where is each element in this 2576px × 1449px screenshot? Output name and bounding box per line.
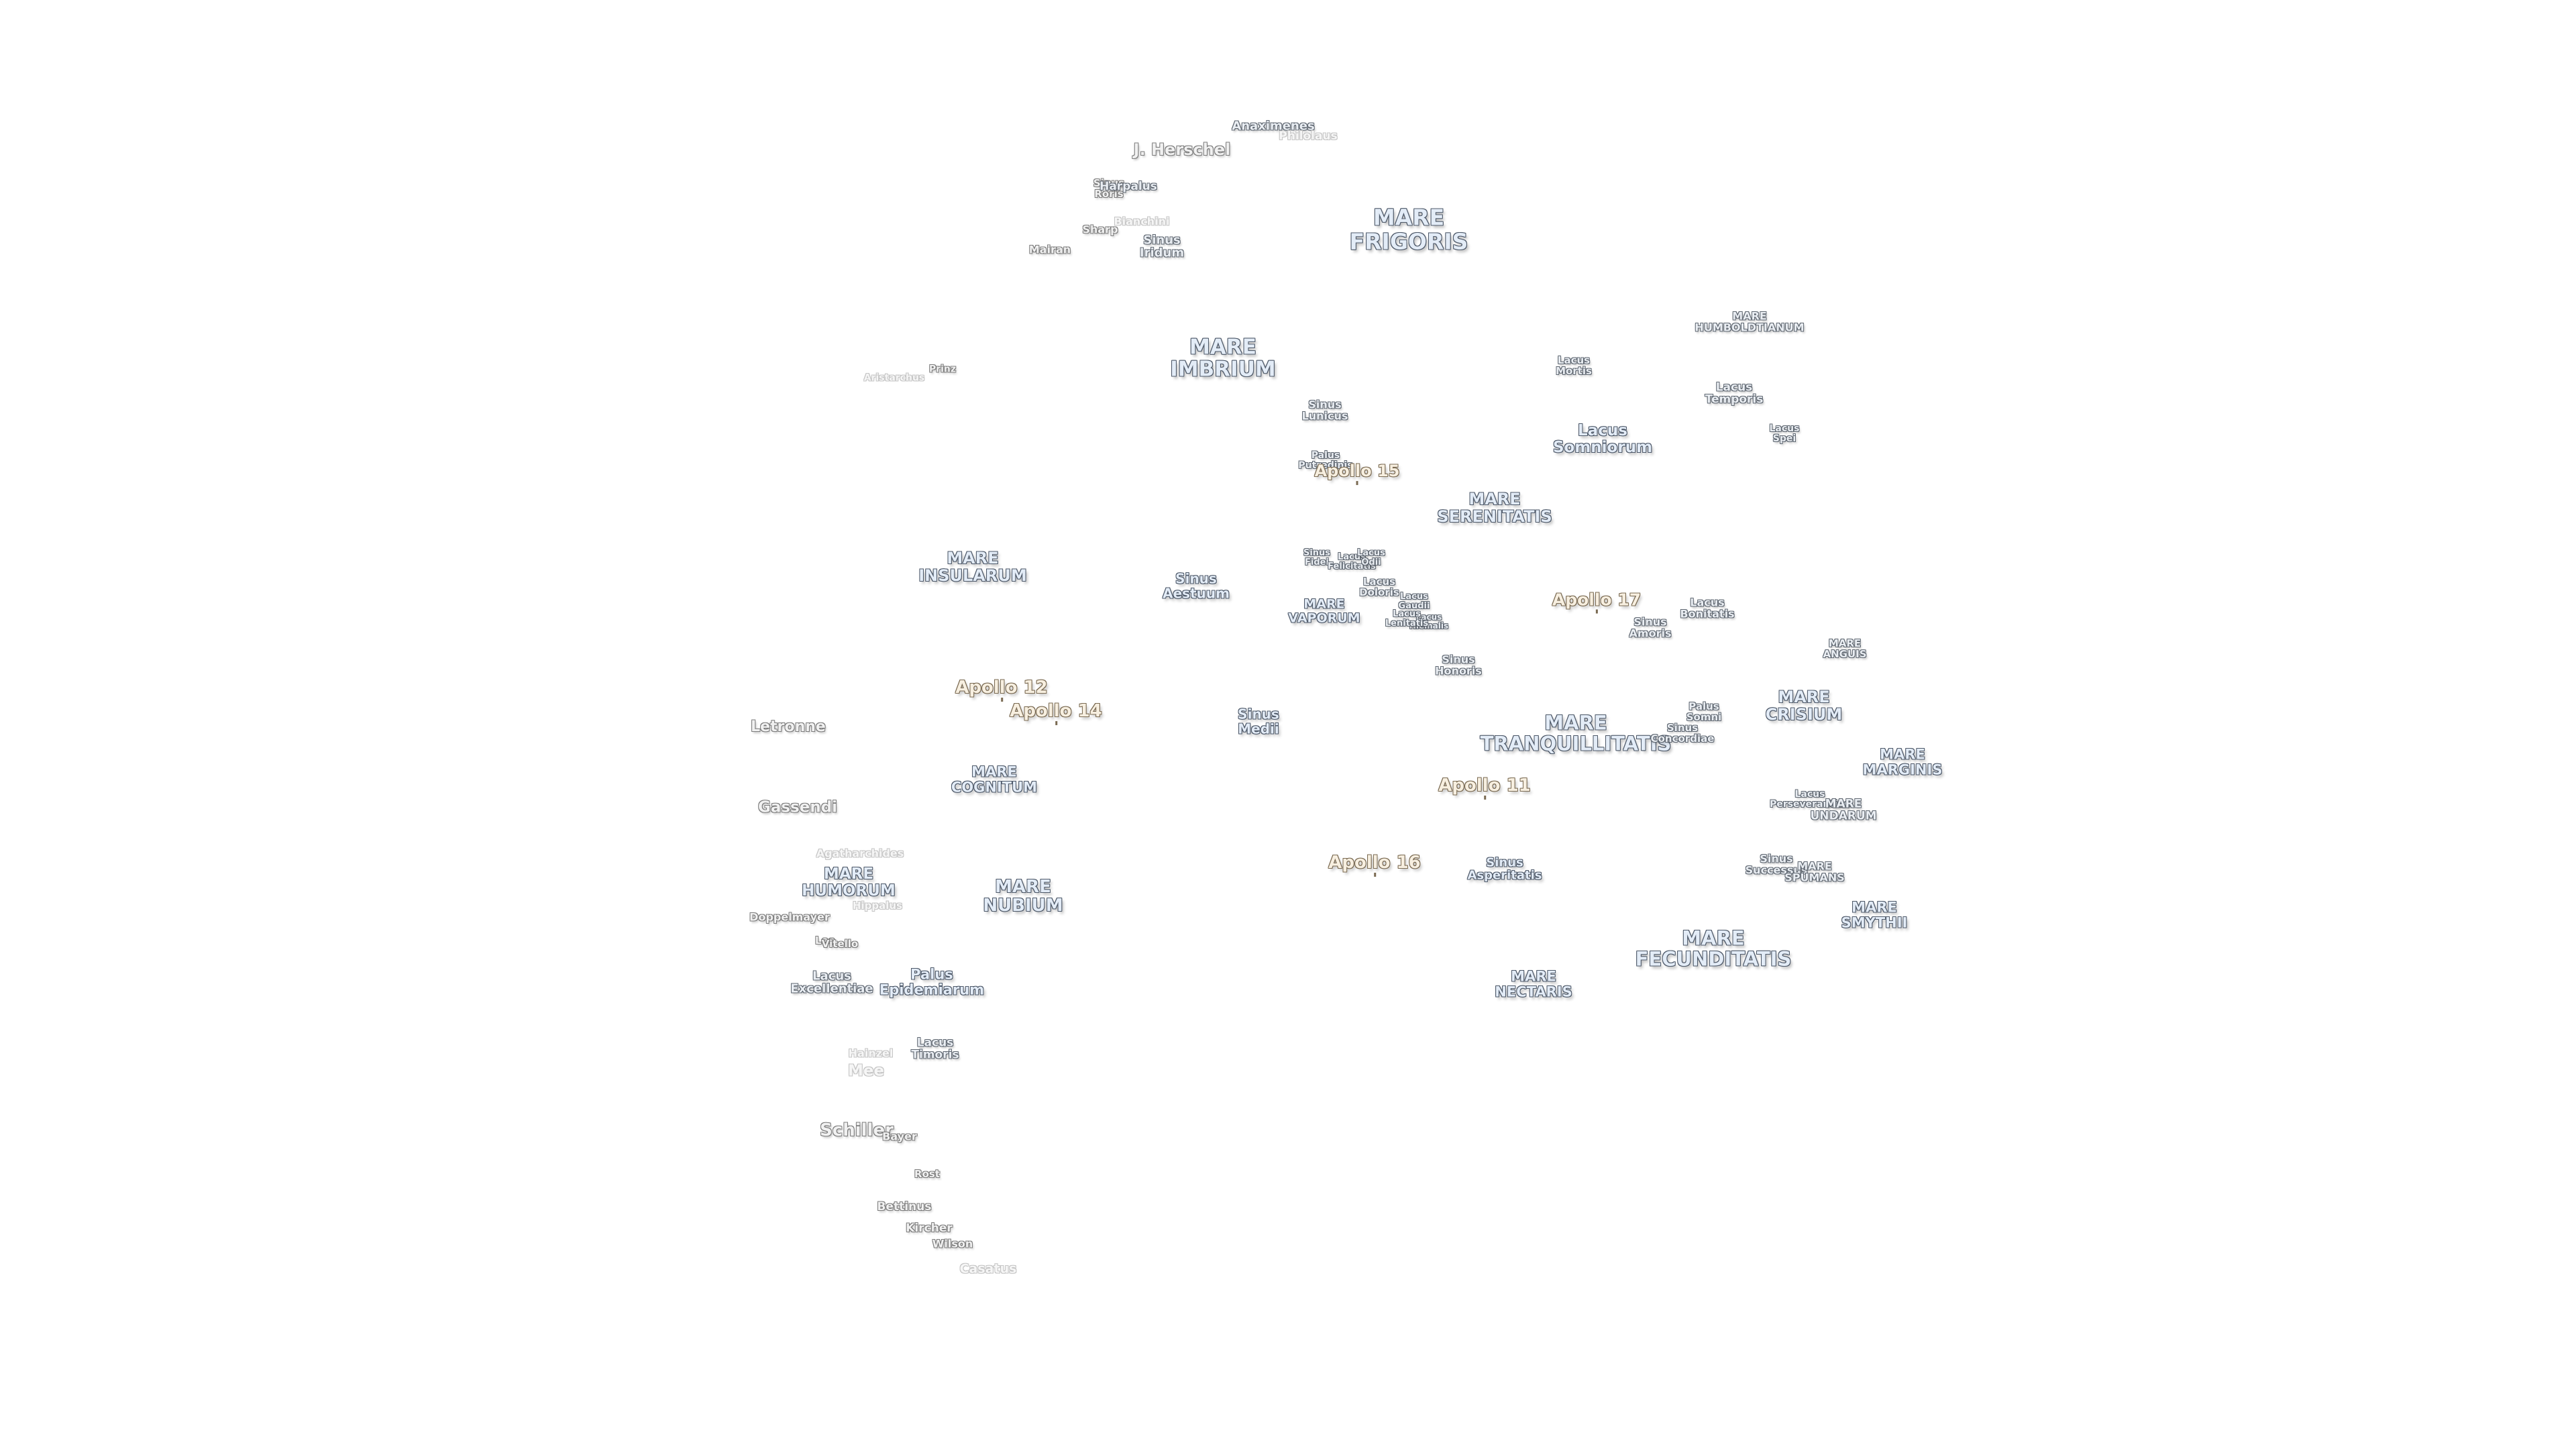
feature-label-lacus-mortis: Lacus Mortis	[1556, 354, 1592, 377]
feature-label-sinus-amoris: Sinus Amoris	[1629, 615, 1672, 640]
feature-label-schiller: Schiller	[820, 1120, 894, 1140]
feature-label-mare-insularum: MARE INSULARUM	[918, 549, 1027, 585]
feature-label-sinus-honoris: Sinus Honoris	[1435, 653, 1482, 678]
landing-site-apollo-16: Apollo 16	[1328, 852, 1421, 877]
feature-label-kircher: Kircher	[906, 1221, 953, 1235]
landing-site-apollo-15: Apollo 15	[1314, 462, 1400, 485]
feature-label-lacus-hiemalis: Lacus Hiemalis	[1409, 612, 1449, 631]
feature-label-gassendi: Gassendi	[757, 798, 838, 816]
feature-label-prinz: Prinz	[928, 364, 957, 375]
feature-label-aristarchus: Aristarchus	[863, 372, 925, 384]
feature-label-mare-vaporum: MARE VAPORUM	[1288, 596, 1360, 625]
feature-label-sinus-roris: Sinus Roris	[1093, 176, 1125, 200]
feature-label-vitello: Vitello	[821, 937, 859, 950]
feature-label-doppelmayer: Doppelmayer	[749, 910, 830, 924]
feature-label-lacus-perseverantiae: Lacus Perseverantiae	[1770, 788, 1850, 810]
landing-site-apollo-12: Apollo 12	[955, 677, 1048, 702]
feature-label-mare-tranquillitatis: MARE TRANQUILLITATIS	[1480, 711, 1672, 755]
feature-label-lacus-gaudii: Lacus Gaudii	[1398, 591, 1430, 611]
feature-label-letronne: Letronne	[751, 718, 826, 736]
feature-label-mairan: Mairan	[1028, 243, 1071, 256]
feature-label-palus-somni: Palus Somni	[1686, 700, 1722, 723]
feature-label-mare-humboldtianum: MARE HUMBOLDTIANUM	[1695, 309, 1805, 334]
feature-label-bettinus: Bettinus	[877, 1199, 932, 1214]
feature-label-harpalus: Harpalus	[1099, 179, 1157, 193]
feature-label-sinus-lunicus: Sinus Lunicus	[1301, 398, 1348, 423]
feature-label-mare-marginis: MARE MARGINIS	[1862, 746, 1943, 777]
feature-label-lacus-bonitatis: Lacus Bonitatis	[1680, 596, 1735, 621]
feature-label-hainzel: Hainzel	[848, 1046, 894, 1060]
feature-label-mee: Mee	[847, 1062, 885, 1080]
feature-label-mare-anguis: MARE ANGUIS	[1823, 637, 1867, 660]
feature-label-mare-spumans: MARE SPUMANS	[1784, 859, 1845, 884]
feature-label-mare-frigoris: MARE FRIGORIS	[1349, 204, 1468, 254]
feature-label-lacus-somniorum: Lacus Somniorum	[1552, 422, 1653, 456]
landing-site-apollo-17: Apollo 17	[1552, 590, 1642, 614]
feature-label-hippalus: Hippalus	[852, 899, 903, 912]
feature-label-mare-serenitatis: MARE SERENITATIS	[1437, 490, 1552, 526]
feature-label-j-herschel: J. Herschel	[1133, 140, 1231, 160]
feature-label-lacus-spei: Lacus Spei	[1769, 423, 1800, 444]
feature-label-mare-imbrium: MARE IMBRIUM	[1170, 335, 1276, 382]
feature-label-rost: Rost	[914, 1167, 940, 1180]
feature-label-sinus-aestuum: Sinus Aestuum	[1163, 570, 1230, 601]
feature-label-wilson: Wilson	[932, 1237, 973, 1250]
feature-label-agatharchides: Agatharchides	[816, 847, 904, 860]
feature-label-casatus: Casatus	[959, 1261, 1017, 1277]
feature-label-bianchini: Bianchini	[1114, 215, 1170, 228]
feature-label-sinus-successus: Sinus Successus	[1745, 852, 1808, 877]
landing-site-apollo-14: Apollo 14	[1010, 700, 1102, 726]
feature-label-mare-humorum: MARE HUMORUM	[802, 865, 896, 900]
feature-label-lacus-temporis: Lacus Temporis	[1705, 380, 1764, 407]
feature-label-mare-smythii: MARE SMYTHII	[1841, 899, 1908, 930]
feature-label-mare-crisium: MARE CRISIUM	[1765, 688, 1843, 724]
feature-label-mare-nectaris: MARE NECTARIS	[1495, 968, 1572, 1000]
landing-site-apollo-11: Apollo 11	[1438, 775, 1531, 800]
feature-label-anaximenes: Anaximenes	[1232, 119, 1315, 133]
feature-label-palus-epidemiarum: Palus Epidemiarum	[879, 966, 985, 998]
feature-label-lacus-felicitatis: Lacus Felicitatis	[1328, 551, 1376, 572]
feature-label-lacus-doloris: Lacus Doloris	[1359, 575, 1399, 598]
feature-label-bayer: Bayer	[882, 1130, 917, 1143]
feature-label-philolaus: Philolaus	[1279, 129, 1338, 143]
feature-label-lacus-excellentiae: Lacus Excellentiae	[790, 969, 873, 996]
feature-label-lacus-timoris: Lacus Timoris	[911, 1036, 959, 1062]
feature-label-lacus-odii: Lacus Odii	[1357, 547, 1385, 568]
feature-label-sinus-fidei: Sinus Fidei	[1303, 547, 1331, 568]
feature-label-palus-putredinis: Palus Putredinis	[1298, 449, 1353, 471]
feature-label-mare-fecunditatis: MARE FECUNDITATIS	[1635, 926, 1792, 971]
feature-label-sinus-iridum: Sinus Iridum	[1139, 233, 1185, 260]
feature-label-lacus-lenitatis: Lacus Lenitatis	[1385, 608, 1429, 629]
feature-label-mare-undarum: MARE UNDARUM	[1810, 797, 1877, 823]
feature-label-lee: Lee	[815, 934, 835, 947]
feature-label-mare-cognitum: MARE COGNITUM	[951, 763, 1038, 795]
feature-label-mare-nubium: MARE NUBIUM	[983, 876, 1063, 916]
feature-label-sinus-concordiae: Sinus Concordiae	[1650, 721, 1715, 745]
feature-label-sharp: Sharp	[1082, 223, 1118, 236]
feature-label-sinus-asperitatis: Sinus Asperitatis	[1467, 855, 1542, 883]
feature-label-sinus-medii: Sinus Medii	[1238, 706, 1279, 737]
